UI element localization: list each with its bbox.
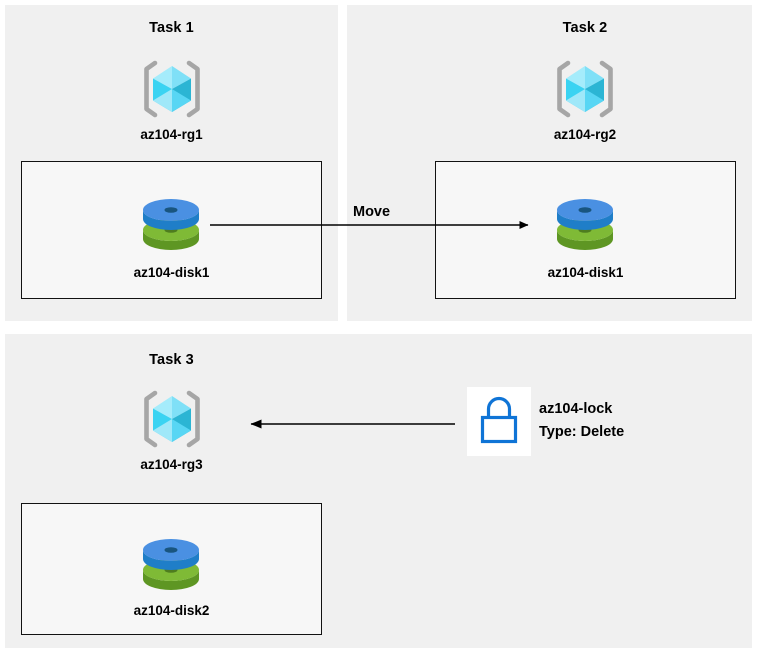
- resource-group-label-1: az104-rg1: [140, 127, 203, 142]
- lock-tile: [467, 387, 531, 456]
- resource-group-label-3: az104-rg3: [140, 457, 203, 472]
- azure-managed-disk-icon: [135, 537, 207, 599]
- disk-label-1: az104-disk1: [133, 265, 210, 280]
- move-arrow: [210, 221, 529, 229]
- task-3-title: Task 3: [149, 352, 194, 368]
- lock-name: az104-lock: [539, 401, 613, 417]
- resource-group-label-2: az104-rg2: [553, 127, 617, 142]
- disk-label-2: az104-disk1: [547, 265, 624, 280]
- azure-resource-group-icon: [141, 58, 203, 120]
- lock-type: Type: Delete: [539, 424, 625, 440]
- move-arrow-label: Move: [353, 204, 391, 220]
- azure-resource-group-icon: [141, 388, 203, 450]
- azure-resource-group-icon: [554, 58, 616, 120]
- task-1-title: Task 1: [149, 20, 194, 36]
- azure-managed-disk-icon: [549, 197, 621, 259]
- lock-arrow: [250, 419, 455, 429]
- azure-managed-disk-icon: [135, 197, 207, 259]
- padlock-icon: [480, 396, 518, 444]
- task-2-title: Task 2: [562, 20, 608, 36]
- lock-text-block: az104-lock Type: Delete: [539, 398, 739, 444]
- disk-label-3: az104-disk2: [133, 603, 210, 618]
